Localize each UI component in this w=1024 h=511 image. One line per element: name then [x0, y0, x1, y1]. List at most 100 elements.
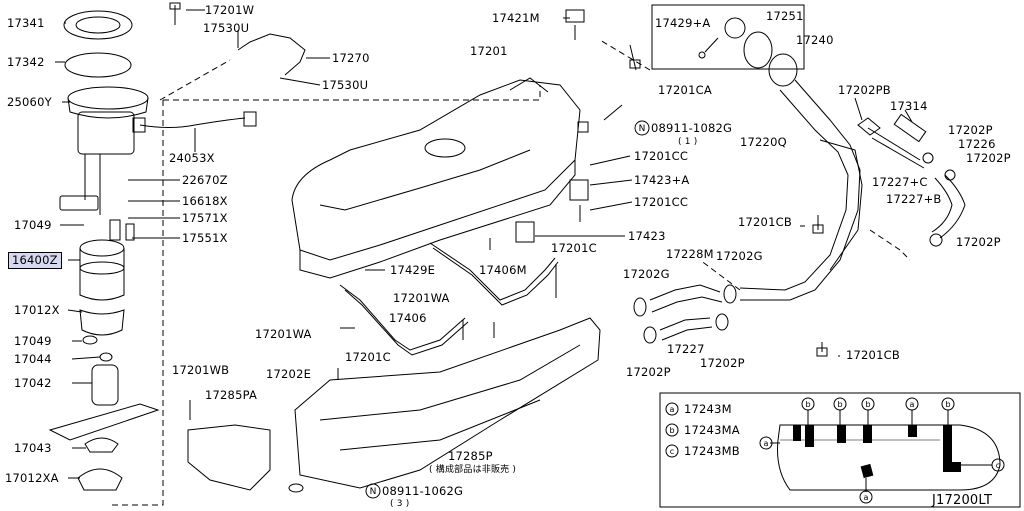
legend-callout-a1: a [910, 400, 915, 409]
cap-group-frame [651, 4, 805, 70]
label-17423[interactable]: 17423 [628, 229, 666, 243]
legend-code-17243m[interactable]: 17243M [684, 402, 732, 416]
legend-callout-a3: a [864, 493, 869, 502]
legend-callout-a2: a [764, 439, 769, 448]
label-17240[interactable]: 17240 [796, 33, 834, 47]
label-17012xa[interactable]: 17012XA [5, 471, 59, 485]
legend-key-a: a [670, 405, 675, 414]
part-17227b-hose [939, 174, 966, 239]
label-17285p[interactable]: 17285P [448, 449, 493, 463]
label-17285p-note: ( 構成部品は非販売 ) [429, 465, 517, 475]
label-17202e[interactable]: 17202E [266, 367, 312, 381]
circled-n-1082g: N [639, 124, 646, 134]
label-24053x[interactable]: 24053X [169, 151, 215, 165]
label-17202p-d[interactable]: 17202P [700, 356, 745, 370]
label-17530u-bot[interactable]: 17530U [322, 78, 369, 92]
label-17571x[interactable]: 17571X [182, 211, 228, 225]
label-17227b[interactable]: 17227+B [886, 192, 942, 206]
label-17202p-b[interactable]: 17202P [966, 151, 1011, 165]
part-17285p-shield [294, 317, 601, 489]
legend-key-b: b [669, 426, 674, 435]
label-08911-1082g[interactable]: 08911-1082G [651, 121, 733, 135]
label-17226[interactable]: 17226 [958, 137, 996, 151]
label-17342[interactable]: 17342 [7, 55, 45, 69]
part-17201-tank [291, 79, 581, 261]
label-17202g-a[interactable]: 17202G [623, 267, 670, 281]
label-17406m[interactable]: 17406M [479, 263, 527, 277]
legend-key-c: c [670, 447, 674, 456]
legend-tube-shape [777, 424, 1001, 491]
label-17251[interactable]: 17251 [766, 9, 804, 23]
label-17202p-a[interactable]: 17202P [948, 123, 993, 137]
label-16618x[interactable]: 16618X [182, 194, 228, 208]
label-17201cc-a[interactable]: 17201CC [634, 149, 689, 163]
label-17314[interactable]: 17314 [890, 99, 928, 113]
label-17429e[interactable]: 17429E [390, 263, 436, 277]
legend-callout-b4: b [945, 400, 950, 409]
label-17201wa-a[interactable]: 17201WA [393, 291, 450, 305]
diagram-reference-id: J17200LT [932, 493, 993, 508]
label-17201c-b[interactable]: 17201C [345, 350, 391, 364]
part-17285pa-shield [187, 424, 271, 491]
label-17201wa-b[interactable]: 17201WA [255, 327, 312, 341]
label-17202g-b[interactable]: 17202G [716, 249, 763, 263]
label-17202pb[interactable]: 17202PB [838, 83, 891, 97]
legend-frame [659, 392, 1021, 508]
legend-code-17243ma[interactable]: 17243MA [684, 423, 740, 437]
label-17228m[interactable]: 17228M [666, 247, 714, 261]
label-17202p-e[interactable]: 17202P [626, 365, 671, 379]
label-17201ca[interactable]: 17201CA [658, 83, 712, 97]
label-17201cb-b[interactable]: 17201CB [846, 348, 900, 362]
label-17285pa[interactable]: 17285PA [205, 388, 258, 402]
label-08911-1062g[interactable]: 08911-1062G [382, 484, 464, 498]
part-17429a-cap [724, 17, 746, 39]
legend-code-17243mb[interactable]: 17243MB [684, 444, 740, 458]
label-17530u-top[interactable]: 17530U [203, 21, 250, 35]
label-17429a[interactable]: 17429+A [655, 16, 711, 30]
label-22670z[interactable]: 22670Z [182, 173, 228, 187]
label-17042[interactable]: 17042 [14, 376, 52, 390]
float-arm [59, 195, 99, 211]
part-17228m-hose [649, 284, 721, 301]
label-17043[interactable]: 17043 [14, 441, 52, 455]
legend-callout-b3: b [865, 400, 870, 409]
label-17201cc-b[interactable]: 17201CC [634, 195, 689, 209]
label-16400z-highlighted[interactable]: 16400Z [8, 252, 62, 269]
part-17227-hose [659, 317, 711, 331]
label-17201cb-a[interactable]: 17201CB [738, 215, 792, 229]
label-17049-b[interactable]: 17049 [14, 334, 52, 348]
circled-n-1062g: N [370, 487, 377, 497]
label-17220q[interactable]: 17220Q [740, 135, 787, 149]
label-17201wb[interactable]: 17201WB [172, 363, 230, 377]
label-08911-1082g-qty: ( 1 ) [678, 137, 698, 147]
part-16400z-body [79, 248, 125, 301]
legend-callout-b1: b [805, 400, 810, 409]
part-17406-strap [339, 284, 466, 351]
label-17012x[interactable]: 17012X [14, 303, 60, 317]
label-17423a[interactable]: 17423+A [634, 173, 690, 187]
part-17042-pump [91, 364, 119, 406]
label-17049-a[interactable]: 17049 [14, 218, 52, 232]
pump-group-frame [110, 100, 164, 506]
part-17240-ring [743, 31, 773, 69]
label-17421m[interactable]: 17421M [492, 11, 540, 25]
part-17314-hose [867, 127, 921, 161]
label-17227[interactable]: 17227 [667, 342, 705, 356]
part-17220q-neck [740, 79, 861, 301]
label-17201[interactable]: 17201 [470, 44, 508, 58]
label-17201c-a[interactable]: 17201C [551, 241, 597, 255]
label-17202p-c[interactable]: 17202P [956, 235, 1001, 249]
label-17406[interactable]: 17406 [389, 311, 427, 325]
label-08911-1062g-qty: ( 3 ) [390, 499, 410, 509]
label-17201w[interactable]: 17201W [205, 3, 255, 17]
label-17044[interactable]: 17044 [14, 352, 52, 366]
part-17341-lid [63, 10, 133, 40]
label-17270[interactable]: 17270 [332, 51, 370, 65]
label-17227c[interactable]: 17227+C [872, 175, 928, 189]
label-25060y[interactable]: 25060Y [7, 95, 52, 109]
label-17341[interactable]: 17341 [7, 16, 45, 30]
part-25060y-unit [77, 111, 135, 155]
label-17551x[interactable]: 17551X [182, 231, 228, 245]
part-17406m-strap [429, 242, 556, 301]
